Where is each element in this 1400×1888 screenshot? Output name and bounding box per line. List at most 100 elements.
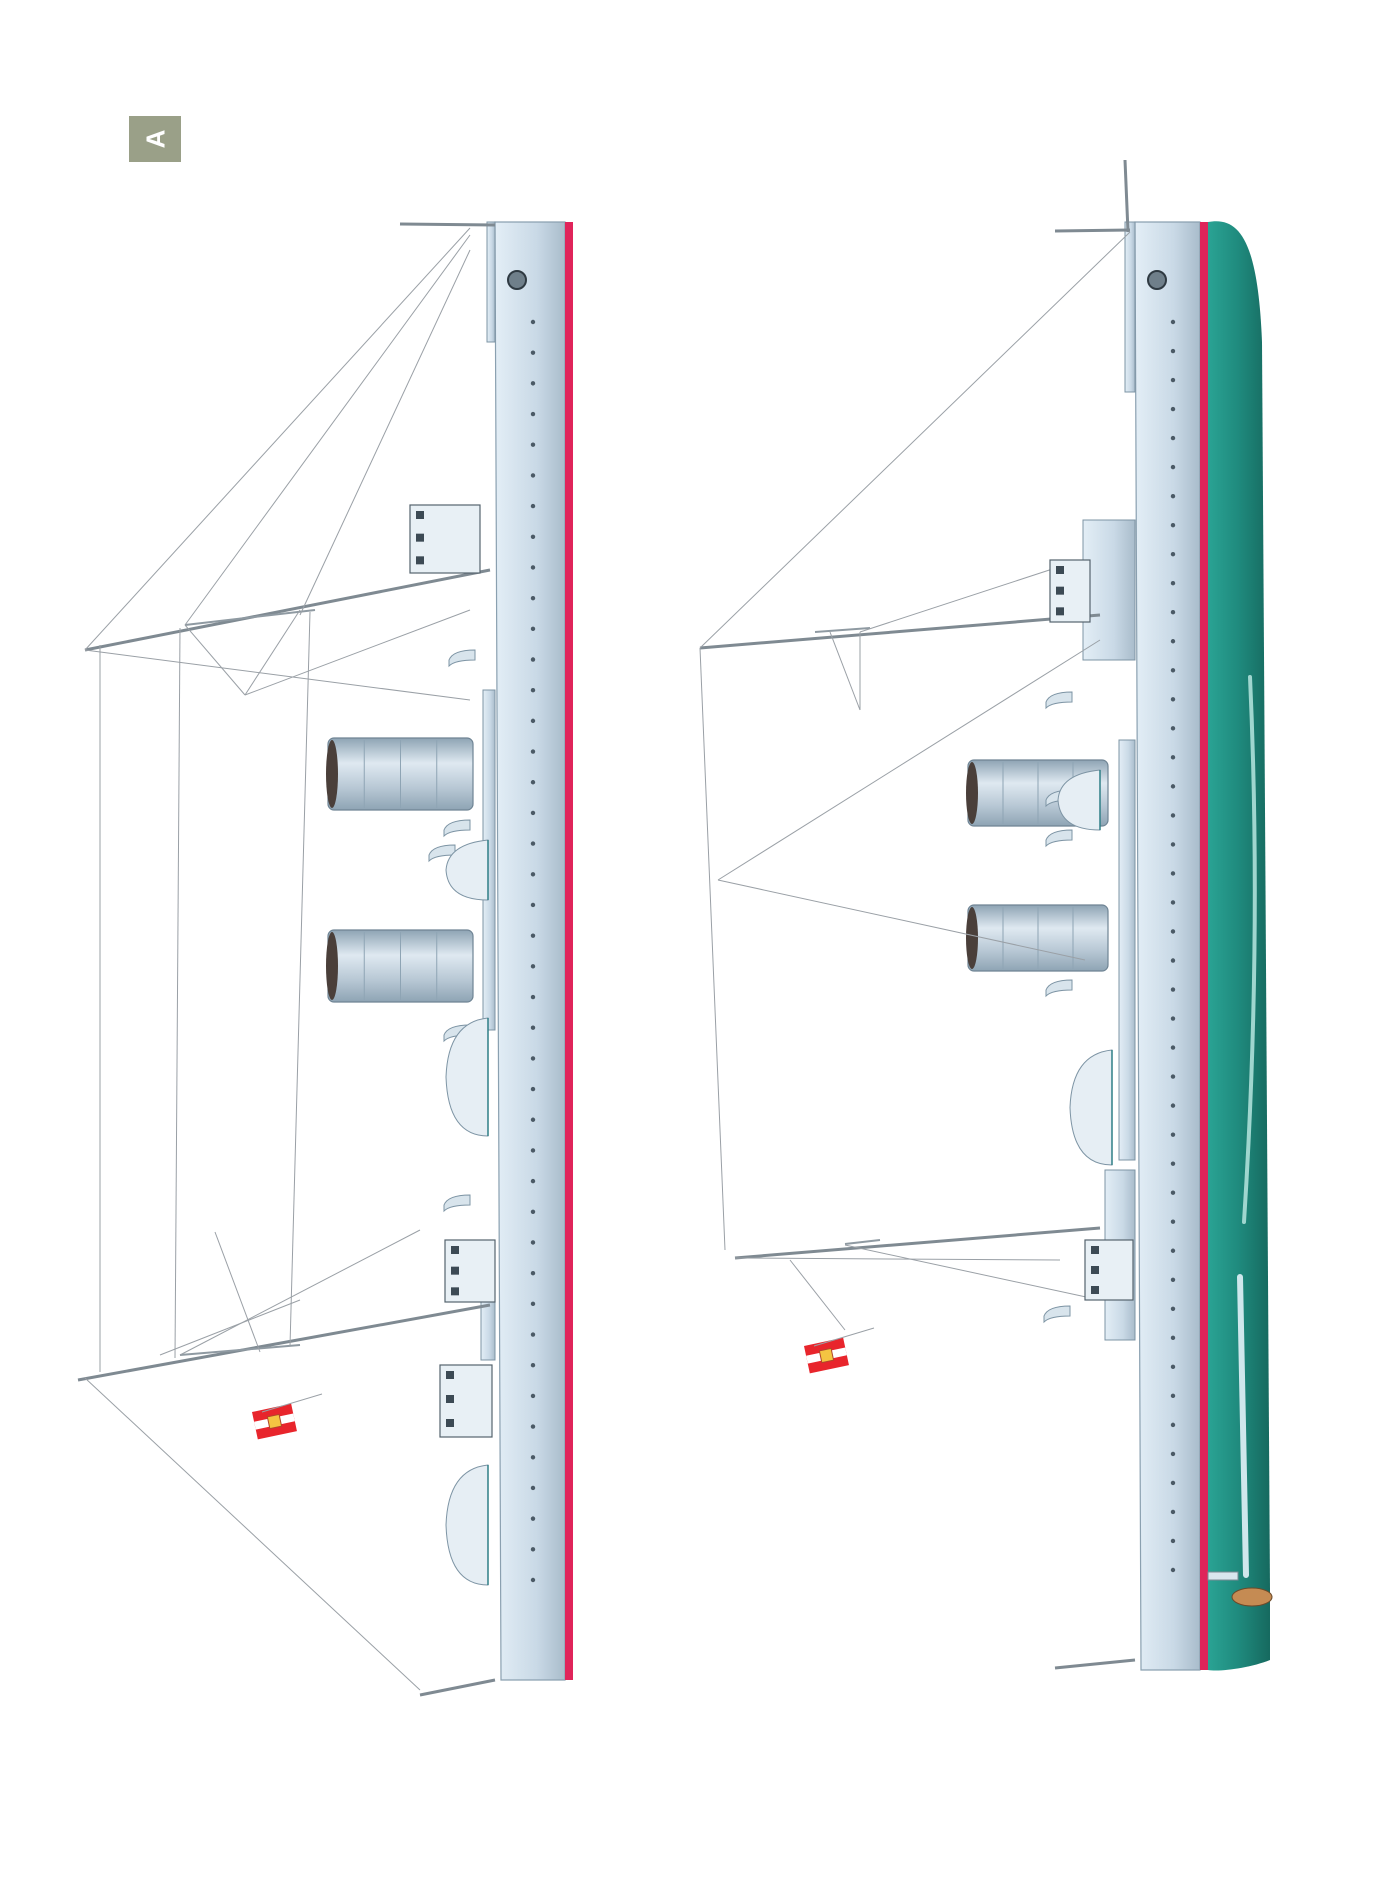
porthole [1170,1538,1176,1544]
porthole [1170,784,1176,789]
porthole [530,473,536,478]
porthole [1170,377,1176,383]
yard-arm [184,609,316,626]
mast [734,1226,1101,1260]
porthole [1170,697,1176,702]
bridge-window [1056,586,1064,595]
porthole [530,841,536,846]
porthole [530,1301,536,1307]
ventilator [1045,829,1073,848]
porthole [1170,1567,1176,1573]
porthole [530,1577,536,1583]
bridge-window [451,1287,459,1296]
porthole [530,933,536,938]
porthole [1170,1451,1176,1457]
austro-hungarian-naval-ensign-icon [252,1403,297,1440]
flag-crest [266,1413,283,1430]
forecastle [1124,221,1136,393]
rudder-post [1207,1571,1239,1581]
porthole [1170,1509,1176,1515]
porthole [530,1056,536,1061]
ventilator [443,1194,471,1213]
rigging-line [84,649,471,701]
porthole [1170,871,1176,876]
porthole [530,1178,536,1184]
flag-crest [818,1347,835,1364]
underwater-hull [1208,221,1270,1671]
ship-profile-full-hull [699,159,1273,1671]
porthole [1170,1074,1176,1079]
porthole [530,350,536,355]
porthole [530,381,536,386]
rigging-line [717,879,1086,961]
porthole [1170,929,1176,934]
porthole [530,319,536,325]
porthole [530,1086,536,1092]
rigging-line [84,227,471,651]
porthole [1170,1103,1176,1108]
propeller-icon [1231,1587,1273,1607]
hull-side [494,221,566,1681]
bridge-window [1091,1286,1099,1294]
ventilator [1045,691,1073,710]
flag-halyard [813,1327,875,1347]
porthole [530,657,536,662]
midship-deckhouse [1118,739,1136,1161]
funnel-cap [326,932,338,1000]
porthole [530,1455,536,1460]
porthole [1170,406,1176,412]
bridge-window [1056,607,1064,616]
porthole [530,872,536,877]
porthole [1170,1306,1176,1311]
bridge-window [451,1266,459,1275]
forward-deckhouse [1082,519,1136,661]
porthole [530,749,536,754]
porthole [530,595,536,601]
porthole [530,964,536,969]
mast [399,222,496,227]
yard-arm [814,627,871,633]
ventilator [1045,979,1073,998]
porthole [1170,435,1176,441]
porthole [1170,900,1176,905]
bridge-window [446,1371,454,1379]
porthole [1170,493,1176,499]
porthole [530,718,536,724]
porthole [1170,1219,1176,1224]
porthole [1170,1248,1176,1253]
hull-side [1134,221,1201,1671]
rigging-line [859,559,1081,633]
porthole [1170,755,1176,760]
porthole [530,534,536,539]
porthole [1170,1422,1176,1428]
rigging-line [159,1299,301,1356]
bridge-window [1091,1246,1099,1254]
porthole [530,687,536,693]
lifeboat [445,1464,489,1586]
porthole [1170,639,1176,644]
rigging-line [829,631,861,711]
austro-hungarian-naval-ensign-icon [804,1337,849,1374]
anchor-hawse [507,270,527,290]
mast [699,613,1101,650]
mast [1054,228,1131,233]
rigging-line [84,1377,421,1691]
mast [1054,1658,1136,1670]
boot-topping-stripe [1200,222,1208,1670]
ventilator [448,649,476,668]
porthole [1170,842,1176,847]
porthole [530,1270,536,1276]
rigging-line [214,1231,261,1353]
lifeboat [1057,769,1101,831]
yard-arm [179,1344,301,1356]
porthole [530,780,536,785]
porthole [530,411,536,417]
lifeboat [445,1017,489,1137]
funnel-cap [966,762,978,824]
rigging-line [289,611,311,1347]
lifeboat [445,839,489,901]
lifeboat [1069,1049,1113,1166]
porthole [1170,726,1176,731]
rigging-line [699,647,726,1251]
